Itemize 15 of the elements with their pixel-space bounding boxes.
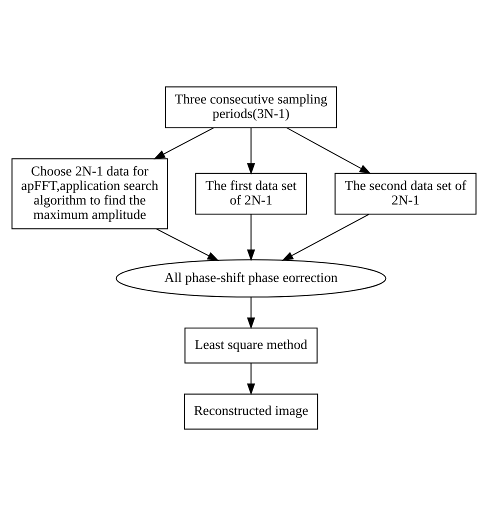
arrow [286,126,372,174]
arrow [246,213,256,261]
node-box: Least square method [184,327,318,364]
arrow [246,362,256,395]
arrow [246,126,256,174]
node-box: Choose 2N-1 data for apFFT,application search algorithm to find the maximum amplitude [12,158,168,229]
node-box: The first data set of 2N-1 [195,172,307,214]
arrow [246,296,256,329]
arrow [282,213,370,261]
arrow [156,228,220,261]
node-box: Three consecutive sampling periods(3N-1) [165,86,338,128]
node-box: Reconstructed image [184,393,318,430]
arrow [153,126,214,159]
node-ellipse: All phase-shift phase eorrection [116,258,386,298]
node-box: The second data set of 2N-1 [334,172,476,214]
